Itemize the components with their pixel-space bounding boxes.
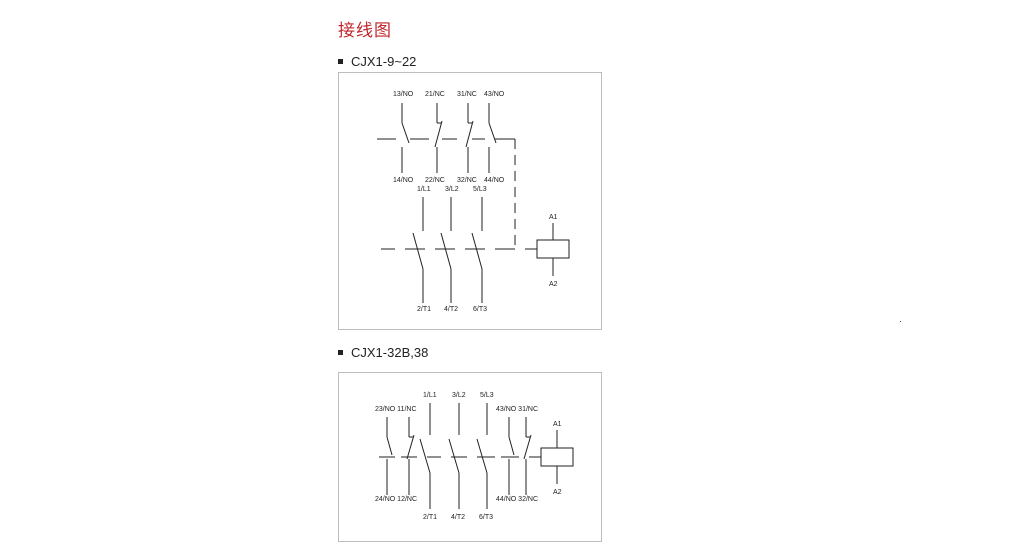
terminal-label-43-no-31-nc: 43/NO 31/NC — [496, 406, 538, 413]
terminal-label-13-no: 13/NO — [393, 91, 414, 98]
aux-contact-21-22-nc — [434, 103, 443, 173]
coil-label-a1: A1 — [549, 214, 558, 221]
section-heading-label: CJX1-9~22 — [351, 54, 417, 69]
aux-contact-31-32-nc — [523, 417, 532, 495]
wiring-diagram-svg-1: 13/NO 21/NC 31/NC 43/NO — [377, 91, 570, 313]
bullet-icon — [338, 59, 343, 64]
terminal-label-21-nc: 21/NC — [425, 91, 445, 98]
main-pole-l1-t1 — [412, 197, 424, 303]
terminal-label-32-nc: 32/NC — [457, 177, 477, 184]
terminal-label-6-t3: 6/T3 — [479, 514, 493, 521]
main-pole-l2-t2 — [440, 197, 452, 303]
terminal-label-1-l1: 1/L1 — [423, 392, 437, 399]
aux-contact-13-14-no — [401, 103, 410, 173]
main-pole-l3-t3 — [476, 403, 488, 509]
terminal-label-4-t2: 4/T2 — [451, 514, 465, 521]
terminal-label-23-no-11-nc: 23/NO 11/NC — [375, 406, 417, 413]
wiring-diagram-cjx1-32b-38: 23/NO 11/NC 1/L1 3/L2 5/L3 43/NO 31/NC — [338, 372, 602, 542]
coil-label-a2: A2 — [549, 281, 558, 288]
bullet-icon — [338, 350, 343, 355]
aux-contact-31-32-nc — [465, 103, 474, 173]
terminal-label-6-t3: 6/T3 — [473, 306, 487, 313]
terminal-label-44-no-32-nc: 44/NO 32/NC — [496, 496, 538, 503]
terminal-label-2-t1: 2/T1 — [417, 306, 431, 313]
coil-label-a2: A2 — [553, 489, 562, 496]
wiring-diagram-svg-2: 23/NO 11/NC 1/L1 3/L2 5/L3 43/NO 31/NC — [375, 392, 574, 521]
terminal-label-2-t1: 2/T1 — [423, 514, 437, 521]
aux-contact-23-24-no — [386, 417, 393, 495]
terminal-label-14-no: 14/NO — [393, 177, 414, 184]
terminal-label-31-nc: 31/NC — [457, 91, 477, 98]
terminal-label-5-l3: 5/L3 — [473, 186, 487, 193]
main-pole-l1-t1 — [419, 403, 431, 509]
coil-label-a1: A1 — [553, 421, 562, 428]
section-heading-cjx1-9-22: CJX1-9~22 — [338, 54, 416, 69]
coil-symbol — [536, 223, 570, 276]
terminal-label-5-l3: 5/L3 — [480, 392, 494, 399]
terminal-label-4-t2: 4/T2 — [444, 306, 458, 313]
terminal-label-1-l1: 1/L1 — [417, 186, 431, 193]
main-pole-l2-t2 — [448, 403, 460, 509]
aux-contact-43-44-no — [488, 103, 497, 173]
stray-dot — [900, 321, 901, 322]
page-title: 接线图 — [338, 21, 392, 41]
wiring-diagram-cjx1-9-22: 13/NO 21/NC 31/NC 43/NO — [338, 72, 602, 330]
aux-contact-11-12-nc — [406, 417, 415, 495]
terminal-label-43-no: 43/NO — [484, 91, 505, 98]
main-pole-l3-t3 — [471, 197, 483, 303]
terminal-label-3-l2: 3/L2 — [452, 392, 466, 399]
terminal-label-22-nc: 22/NC — [425, 177, 445, 184]
aux-contact-43-44-no — [508, 417, 515, 495]
mechanical-link-aux — [377, 138, 516, 249]
coil-symbol — [540, 430, 574, 484]
section-heading-label: CJX1-32B,38 — [351, 345, 429, 360]
terminal-label-3-l2: 3/L2 — [445, 186, 459, 193]
terminal-label-44-no: 44/NO — [484, 177, 505, 184]
terminal-label-24-no-12-nc: 24/NO 12/NC — [375, 496, 417, 503]
section-heading-cjx1-32b-38: CJX1-32B,38 — [338, 345, 428, 360]
